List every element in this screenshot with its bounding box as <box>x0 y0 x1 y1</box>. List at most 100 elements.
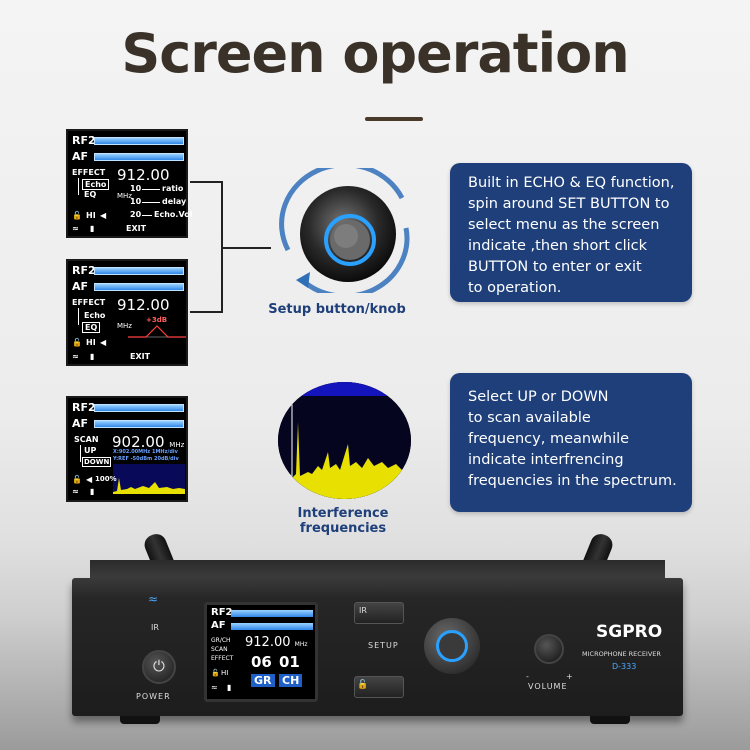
hi-label: HI <box>221 669 229 677</box>
tree-line <box>78 178 79 195</box>
rf-label: RF2 <box>72 264 96 277</box>
ir-label: IR <box>151 623 159 632</box>
lcd-panel-scan: RF2 AF SCAN UP DOWN 902.00 MHz X:902.00M… <box>66 396 188 502</box>
device-foot <box>120 716 160 724</box>
frequency-value: 912.00 MHz <box>117 166 186 202</box>
tree-line <box>80 445 81 462</box>
lcd-panel-echo: RF2 AF EFFECT Echo EQ 912.00 MHz 10 rati… <box>66 129 192 238</box>
eq-gain-label: +3dB <box>146 316 168 324</box>
echo-option: Echo <box>84 311 106 320</box>
spectrum-zoom-illustration <box>278 382 411 499</box>
power-button[interactable]: ⏻ <box>142 650 176 684</box>
setup-knob[interactable] <box>424 618 480 674</box>
setup-knob-graphic <box>279 162 410 299</box>
lock-icon: 🔓 <box>72 475 82 484</box>
lcd-panel-eq: RF2 AF EFFECT Echo EQ 912.00 MHz +3dB 🔓 … <box>66 259 188 366</box>
tree-line <box>78 308 79 325</box>
exit-label: EXIT <box>130 352 151 361</box>
echo-vol-label: Echo.Vol <box>154 210 193 219</box>
delay-line <box>142 202 160 203</box>
knob-highlight <box>334 224 358 248</box>
connector-line <box>221 247 271 249</box>
delay-value: 10 <box>130 197 142 206</box>
receiver-lcd: RF2 AF GR/CH SCAN EFFECT 912.00 MHz 06 0… <box>204 602 318 702</box>
rotate-arrow-bottom <box>300 227 410 299</box>
eq-curve-graph <box>128 325 186 338</box>
af-label: AF <box>211 620 226 631</box>
spectrum-header <box>278 382 411 396</box>
scan-y-info: Y:REF -50dBm 20dB/div <box>113 456 179 462</box>
mini-spectrum <box>113 464 185 494</box>
battery-icon: ▮ <box>90 352 95 361</box>
ir-button[interactable] <box>354 602 404 624</box>
ratio-label: ratio <box>162 184 184 193</box>
info-line: spin around SET BUTTON to <box>468 196 670 212</box>
echo-vol-value: 20 <box>130 210 142 219</box>
freq-unit: MHz <box>117 322 132 330</box>
setup-knob-ring <box>436 630 468 662</box>
title-divider <box>365 117 423 121</box>
device-top-panel <box>90 560 665 580</box>
group-value: 06 <box>251 653 272 671</box>
ratio-value: 10 <box>130 184 142 193</box>
rf-label: RF2 <box>72 401 96 414</box>
eq-curve <box>128 325 186 338</box>
info-line: indicate ,then short click <box>468 238 647 254</box>
hi-label: HI <box>86 211 96 220</box>
rotate-arrowhead <box>296 272 310 288</box>
speaker-icon: ◀ <box>100 338 107 347</box>
effect-label: EFFECT <box>72 168 106 177</box>
group-tag: GR <box>251 674 275 687</box>
frequency-value: 912.00 MHz <box>245 635 307 650</box>
rf-level-bar <box>231 610 313 617</box>
af-level-bar <box>94 283 184 291</box>
eq-option: EQ <box>84 190 97 199</box>
receiver-unit: ≈ IR ⏻ POWER RF2 AF GR/CH SCAN EFFECT 91… <box>72 578 683 716</box>
wifi-icon: ≈ <box>72 487 79 496</box>
battery-icon: ▮ <box>90 487 95 496</box>
wifi-icon: ≈ <box>72 352 79 361</box>
rf-level-bar <box>94 404 184 412</box>
freq-unit: MHz <box>117 192 132 200</box>
info-line: Select UP or DOWN <box>468 389 609 405</box>
af-level-bar <box>94 420 184 428</box>
speaker-icon: ◀ <box>100 211 107 220</box>
wifi-icon: ≈ <box>72 224 79 233</box>
frequency-value: 902.00 MHz <box>112 433 184 451</box>
info-line: to scan available <box>468 410 591 426</box>
connector-line <box>190 311 222 313</box>
volume-minus: - <box>526 672 529 681</box>
info-line: frequencies in the spectrum. <box>468 473 677 489</box>
lock-button[interactable]: 🔓 <box>354 676 404 698</box>
lock-icon: 🔓 <box>72 211 82 220</box>
lock-icon: 🔓 <box>357 680 369 690</box>
scan-label: SCAN <box>74 435 99 444</box>
exit-label: EXIT <box>126 224 147 233</box>
up-option: UP <box>84 446 97 455</box>
volume-knob[interactable] <box>534 634 564 664</box>
battery-icon: ▮ <box>227 683 232 692</box>
af-level-bar <box>231 623 313 630</box>
lock-icon: 🔓 <box>211 669 220 677</box>
battery-percent: 100% <box>95 475 117 483</box>
power-icon: ⏻ <box>153 657 165 675</box>
channel-value: 01 <box>279 653 300 671</box>
knob-caption: Setup button/knob <box>268 302 406 317</box>
brand-logo: SGPRO <box>596 622 663 642</box>
ir-button-label: IR <box>359 606 367 615</box>
af-label: AF <box>72 417 89 430</box>
info-line: indicate interfrencing <box>468 452 624 468</box>
rf-label: RF2 <box>211 607 233 618</box>
down-option: DOWN <box>82 457 112 467</box>
power-label: POWER <box>136 692 171 701</box>
spectrum-zoom-graphic <box>278 382 411 499</box>
device-foot <box>590 716 630 724</box>
af-level-bar <box>94 153 184 161</box>
hi-label: HI <box>86 338 96 347</box>
freq-unit: MHz <box>169 441 185 449</box>
rf-level-bar <box>94 137 184 145</box>
setup-knob-illustration <box>272 162 422 299</box>
info-line: BUTTON to enter or exit <box>468 259 642 275</box>
freq-number: 912.00 <box>117 296 170 314</box>
rotate-arrow-top <box>279 162 405 252</box>
